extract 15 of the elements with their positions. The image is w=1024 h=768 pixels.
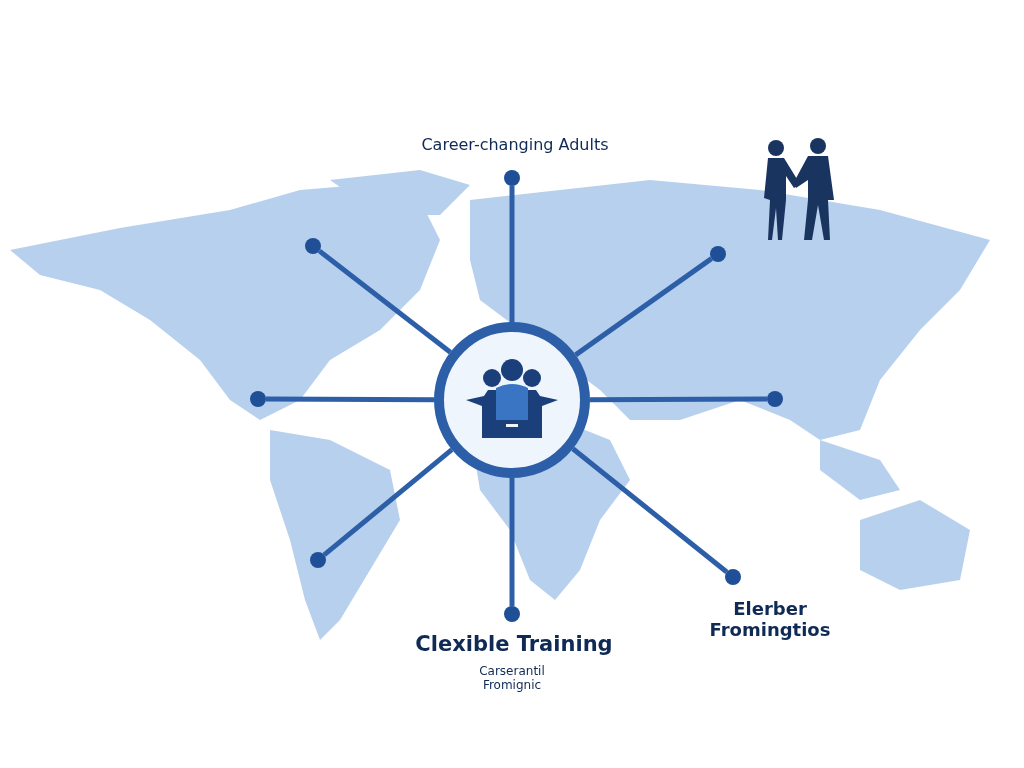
label-text: Carserantil Fromignic [478, 664, 546, 692]
connector-line [509, 186, 515, 322]
endpoint-dot [504, 170, 520, 186]
connector-line [509, 478, 515, 606]
heading-text: Clexible Training [414, 632, 614, 657]
connector-line [574, 256, 713, 357]
label-text: Elerber Fromingtios [708, 598, 832, 640]
connector-line [317, 248, 452, 355]
connector-line [590, 396, 767, 403]
endpoint-dot [504, 606, 520, 622]
connector-line [266, 396, 434, 403]
endpoint-dot [725, 569, 741, 585]
connector-line [322, 447, 454, 557]
connector-line [571, 446, 729, 574]
label-text: Career-changing Adults [420, 135, 610, 155]
